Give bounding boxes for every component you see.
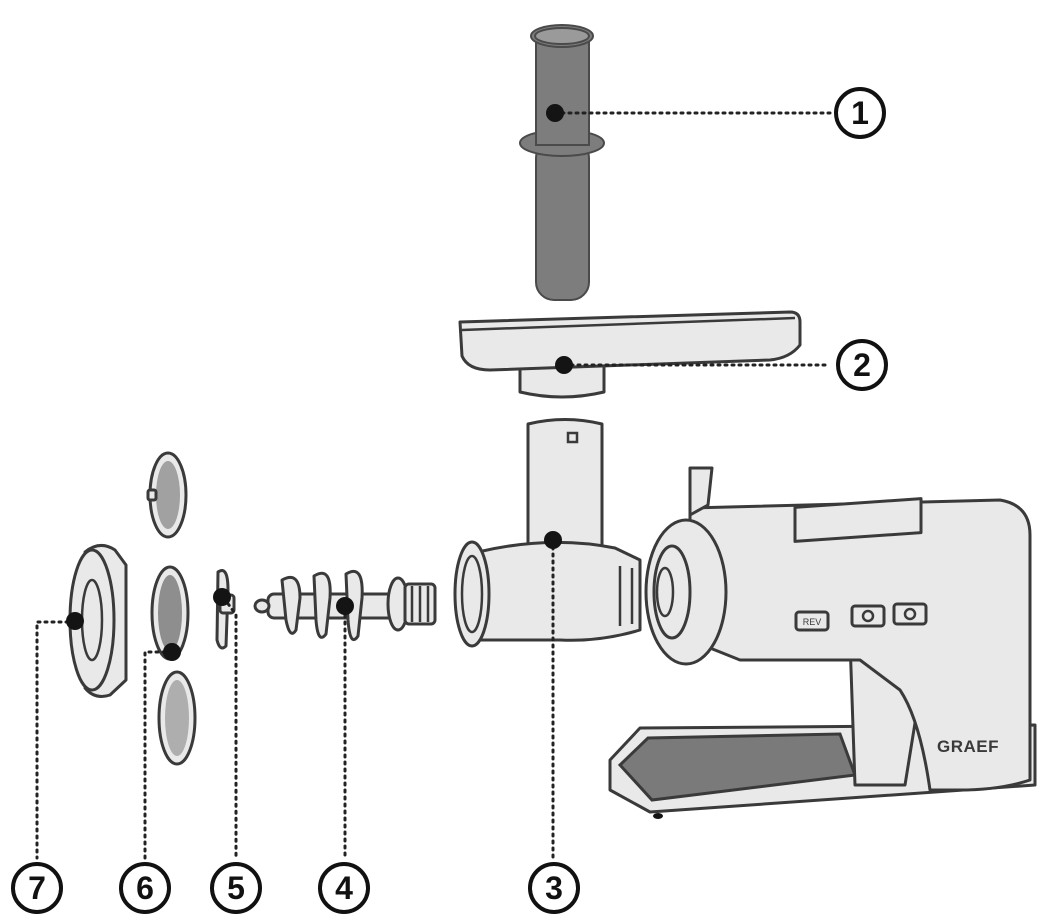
ring-nut-part bbox=[68, 544, 128, 698]
callout-2: 2 bbox=[836, 339, 888, 391]
pusher-part bbox=[519, 24, 605, 301]
callout-7: 7 bbox=[11, 862, 63, 914]
callout-6: 6 bbox=[119, 862, 171, 914]
callout-4-number: 4 bbox=[335, 870, 353, 906]
tray-part bbox=[458, 310, 802, 399]
callout-1-number: 1 bbox=[851, 95, 869, 131]
callout-5-number: 5 bbox=[227, 870, 245, 906]
callout-2-number: 2 bbox=[853, 347, 871, 383]
callout-3: 3 bbox=[528, 862, 580, 914]
callout-6-number: 6 bbox=[136, 870, 154, 906]
rev-button-label: REV bbox=[803, 617, 822, 627]
callout-5: 5 bbox=[210, 862, 262, 914]
leader-dots bbox=[66, 104, 573, 661]
motor-body: REV GRAEF bbox=[608, 466, 1037, 819]
brand-label: GRAEF bbox=[937, 737, 999, 756]
callout-1: 1 bbox=[834, 87, 886, 139]
callout-7-number: 7 bbox=[28, 870, 46, 906]
callout-4: 4 bbox=[318, 862, 370, 914]
plates-part bbox=[146, 451, 197, 766]
callout-3-number: 3 bbox=[545, 870, 563, 906]
leader-7 bbox=[35, 620, 77, 860]
housing-part bbox=[453, 418, 642, 648]
